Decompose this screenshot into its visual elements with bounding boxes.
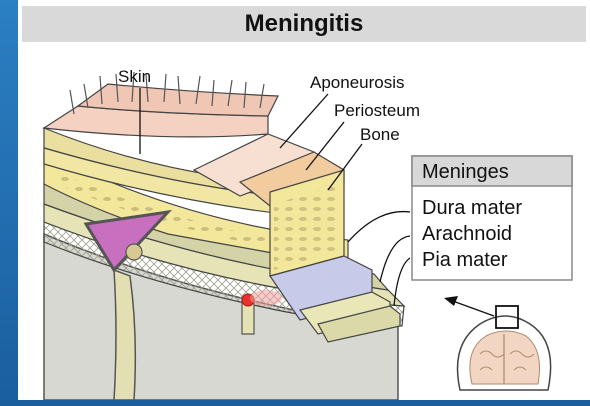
meninges-header: Meninges xyxy=(422,161,509,183)
falx-cerebri xyxy=(114,270,135,400)
meninges-item-pia: Pia mater xyxy=(422,249,508,271)
label-skin: Skin xyxy=(118,67,151,86)
label-periosteum: Periosteum xyxy=(334,101,420,120)
meningitis-diagram: Skin Aponeurosis Periosteum Bone Meninge… xyxy=(18,44,590,404)
pointer-arrow xyxy=(450,300,494,316)
window-left-edge xyxy=(0,0,18,406)
diagram-title: Meningitis xyxy=(245,10,364,38)
diagram-card: Meningitis xyxy=(18,0,590,400)
inflammation-area xyxy=(250,290,282,306)
meninges-item-arachnoid: Arachnoid xyxy=(422,223,512,245)
label-aponeurosis: Aponeurosis xyxy=(310,73,405,92)
meninges-item-dura: Dura mater xyxy=(422,197,522,219)
title-bar: Meningitis xyxy=(22,6,586,42)
arachnoid-granulation xyxy=(126,244,142,260)
brain-thumbnail xyxy=(458,306,551,390)
label-bone: Bone xyxy=(360,125,400,144)
pointer-arrowhead xyxy=(444,296,458,306)
window-bottom-edge xyxy=(0,400,590,406)
